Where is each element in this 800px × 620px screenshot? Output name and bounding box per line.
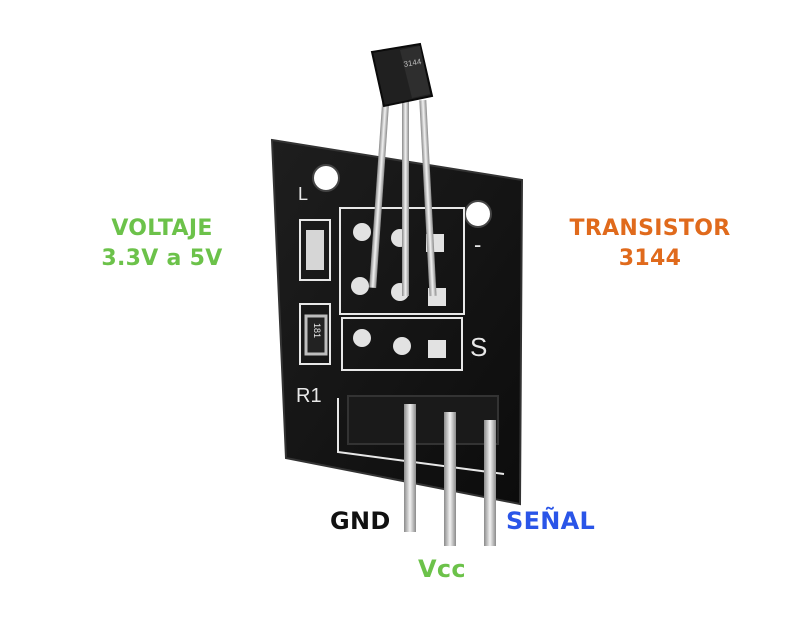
vcc-pin-label: Vcc [418, 555, 466, 583]
voltage-title: VOLTAJE [111, 216, 213, 241]
led-component [306, 230, 324, 270]
gnd-pin-label: GND [330, 507, 391, 535]
transistor-label: TRANSISTOR 3144 [566, 214, 734, 274]
resistor-outline [299, 303, 331, 365]
signal-silk-label: S [470, 332, 487, 362]
mounting-hole-left [312, 164, 340, 192]
sensor-marking: 3144 [403, 57, 423, 69]
transistor-title: TRANSISTOR [569, 216, 731, 241]
header-pins [404, 404, 496, 546]
solder-pads [351, 223, 446, 358]
minus-silk-label: - [474, 232, 481, 257]
pin-header [347, 395, 499, 445]
resistor-marking: 181 [312, 323, 322, 338]
pad-group-bottom [341, 317, 463, 371]
voltage-label: VOLTAJE 3.3V a 5V [92, 214, 232, 274]
led-silk-label: L [298, 184, 308, 204]
resistor-component [304, 314, 328, 356]
mounting-hole-right [464, 200, 492, 228]
transistor-model: 3144 [618, 246, 682, 271]
voltage-range: 3.3V a 5V [101, 246, 223, 271]
transistor-3144 [369, 42, 437, 297]
led-outline [299, 219, 331, 281]
resistor-silk-label: R1 [296, 385, 322, 407]
signal-pin-label: SEÑAL [506, 507, 596, 535]
